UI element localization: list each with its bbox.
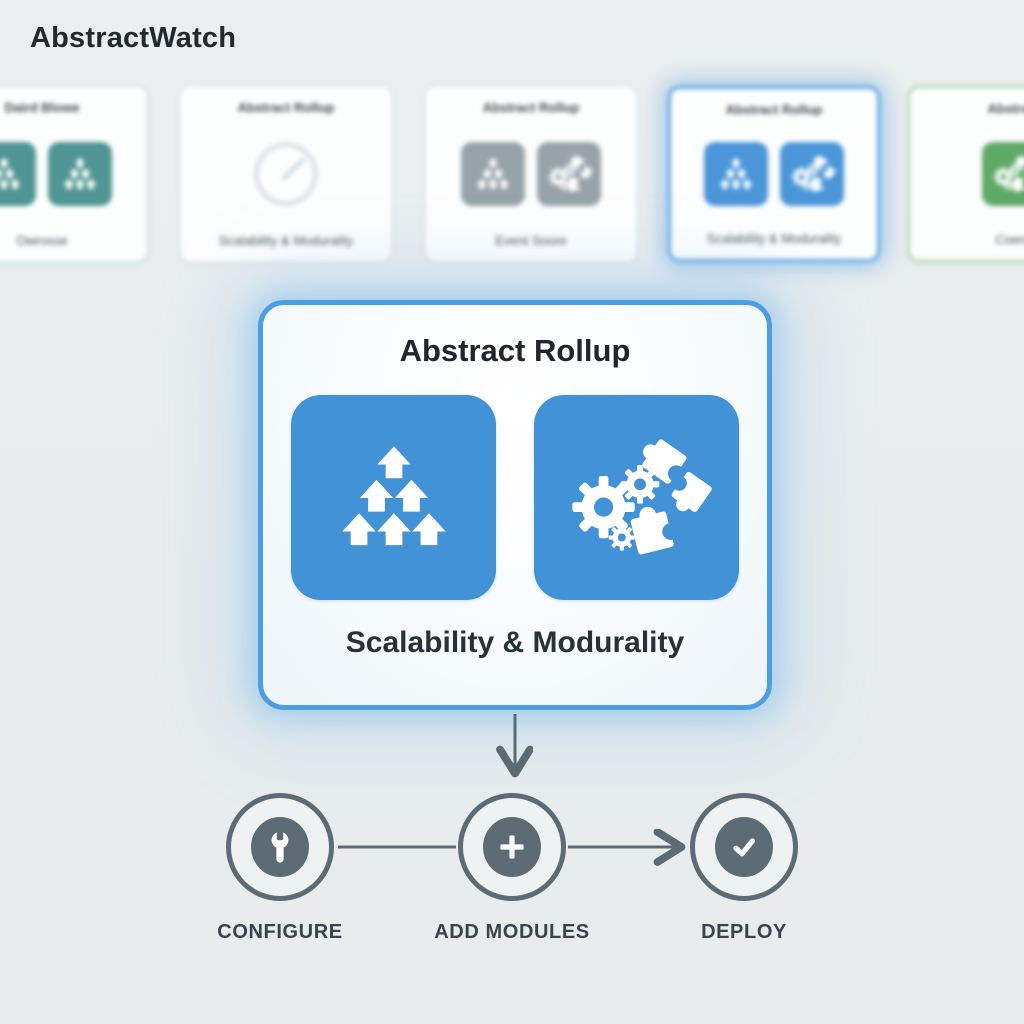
- workflow-step-label-add-modules: ADD MODULES: [434, 921, 590, 943]
- card-caption: Owrosse: [16, 233, 68, 248]
- card-title: Abstract Rollup: [725, 102, 823, 117]
- card-title: Abstract Rollup: [237, 100, 335, 115]
- wrench-icon: [251, 817, 309, 877]
- workflow-step-label-configure: CONFIGURE: [217, 921, 343, 943]
- carousel-card-3[interactable]: Abstract Rollup Event Soore: [425, 86, 637, 262]
- workflow-step-deploy[interactable]: [690, 793, 798, 901]
- carousel-card-4-selected[interactable]: Abstract Rollup Scalability & Modurality: [668, 86, 880, 262]
- featured-card-title: Abstract Rollup: [399, 333, 631, 368]
- pyramid-arrows-icon: [291, 395, 496, 600]
- card-caption: Scalability & Modurality: [218, 233, 354, 248]
- pyramid-arrows-icon: [48, 142, 112, 206]
- workflow-step-add-modules[interactable]: [458, 793, 566, 901]
- carousel-card-5[interactable]: Abstract Coens: [908, 86, 1024, 262]
- card-title: Daird Blowe: [4, 100, 80, 115]
- card-caption: Coens: [995, 232, 1024, 247]
- card-title: Abstract: [987, 101, 1024, 116]
- gears-puzzle-icon: [537, 142, 601, 206]
- pyramid-arrows-icon: [461, 142, 525, 206]
- app-title: AbstractWatch: [30, 22, 237, 54]
- pyramid-arrows-icon: [704, 142, 768, 206]
- carousel-card-2[interactable]: Abstract Rollup Scalability & Modurality: [180, 86, 392, 262]
- gears-puzzle-icon: [982, 142, 1024, 206]
- featured-card[interactable]: Abstract Rollup Scalability & Modurality: [258, 300, 772, 710]
- carousel-card-1[interactable]: Daird Blowe Owrosse: [0, 86, 148, 262]
- gauge-icon: [244, 132, 328, 216]
- card-caption: Event Soore: [495, 233, 567, 248]
- plus-icon: [483, 817, 541, 877]
- gears-puzzle-icon: [534, 395, 739, 600]
- workflow-step-configure[interactable]: [226, 793, 334, 901]
- card-title: Abstract Rollup: [482, 100, 580, 115]
- workflow-step-label-deploy: DEPLOY: [701, 921, 787, 943]
- pyramid-arrows-icon: [0, 142, 36, 206]
- gears-puzzle-icon: [780, 142, 844, 206]
- card-carousel: Daird Blowe Owrosse Abstract Rollup Scal…: [0, 0, 1024, 280]
- card-caption: Scalability & Modurality: [706, 231, 842, 246]
- check-icon: [715, 817, 773, 877]
- featured-card-caption: Scalability & Modurality: [345, 626, 685, 659]
